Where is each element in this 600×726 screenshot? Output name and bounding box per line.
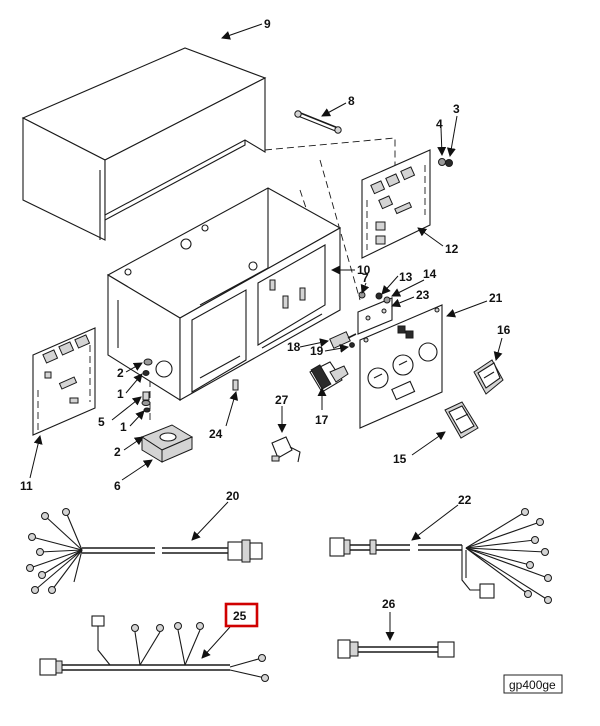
callout-1a: 1 <box>117 387 124 401</box>
callout-19: 19 <box>310 344 324 358</box>
part-23-bracket <box>357 297 393 335</box>
callout-22: 22 <box>458 493 472 507</box>
callout-26: 26 <box>382 597 396 611</box>
callout-25-highlight <box>224 602 259 628</box>
callout-27: 27 <box>275 393 289 407</box>
part-26-cable <box>337 639 455 659</box>
callout-13: 13 <box>399 270 413 284</box>
part-27-connector <box>271 436 301 463</box>
callout-4: 4 <box>436 117 443 131</box>
callout-5: 5 <box>98 415 105 429</box>
callout-labels: 9 8 3 4 12 10 7 13 14 23 21 16 18 19 17 … <box>20 17 511 623</box>
callout-24: 24 <box>209 427 223 441</box>
part-21-front-panel <box>359 304 443 429</box>
figure-id: gp400ge <box>509 678 556 692</box>
part-9-cover <box>21 47 267 241</box>
callout-6: 6 <box>114 479 121 493</box>
part-10-enclosure <box>106 187 342 401</box>
part-8-strap <box>294 110 342 134</box>
part-22-harness <box>329 508 552 604</box>
callout-14: 14 <box>423 267 437 281</box>
part-11-circuit-board <box>32 327 96 436</box>
parts-3-4-hardware <box>438 158 453 167</box>
part-6-block <box>140 424 194 463</box>
parts-1-2-5-hardware <box>141 358 239 413</box>
callout-23: 23 <box>416 288 430 302</box>
callout-17: 17 <box>315 413 329 427</box>
leader-lines <box>29 23 503 659</box>
part-15-meter <box>444 401 479 439</box>
callout-8: 8 <box>348 94 355 108</box>
part-17-rotary-switch <box>309 361 349 393</box>
figure-id-tag: gp400ge <box>503 674 563 694</box>
part-25-harness <box>39 615 269 682</box>
callout-25: 25 <box>233 609 247 623</box>
callout-11: 11 <box>20 479 33 493</box>
callout-3: 3 <box>453 102 460 116</box>
callout-21: 21 <box>489 291 503 305</box>
callout-10: 10 <box>357 263 371 277</box>
callout-7: 7 <box>362 271 369 285</box>
callout-18: 18 <box>287 340 301 354</box>
part-20-harness <box>26 508 263 594</box>
part-18-19-switch <box>329 331 357 349</box>
callout-16: 16 <box>497 323 511 337</box>
callout-12: 12 <box>445 242 459 256</box>
callout-9: 9 <box>264 17 271 31</box>
parts-7-13-14-hardware <box>358 291 391 304</box>
callout-2a: 2 <box>117 366 124 380</box>
part-12-circuit-board <box>361 149 431 259</box>
callout-15: 15 <box>393 452 407 466</box>
callout-20: 20 <box>226 489 240 503</box>
callout-1b: 1 <box>120 420 127 434</box>
part-16-meter <box>473 359 504 395</box>
callout-2b: 2 <box>114 445 121 459</box>
